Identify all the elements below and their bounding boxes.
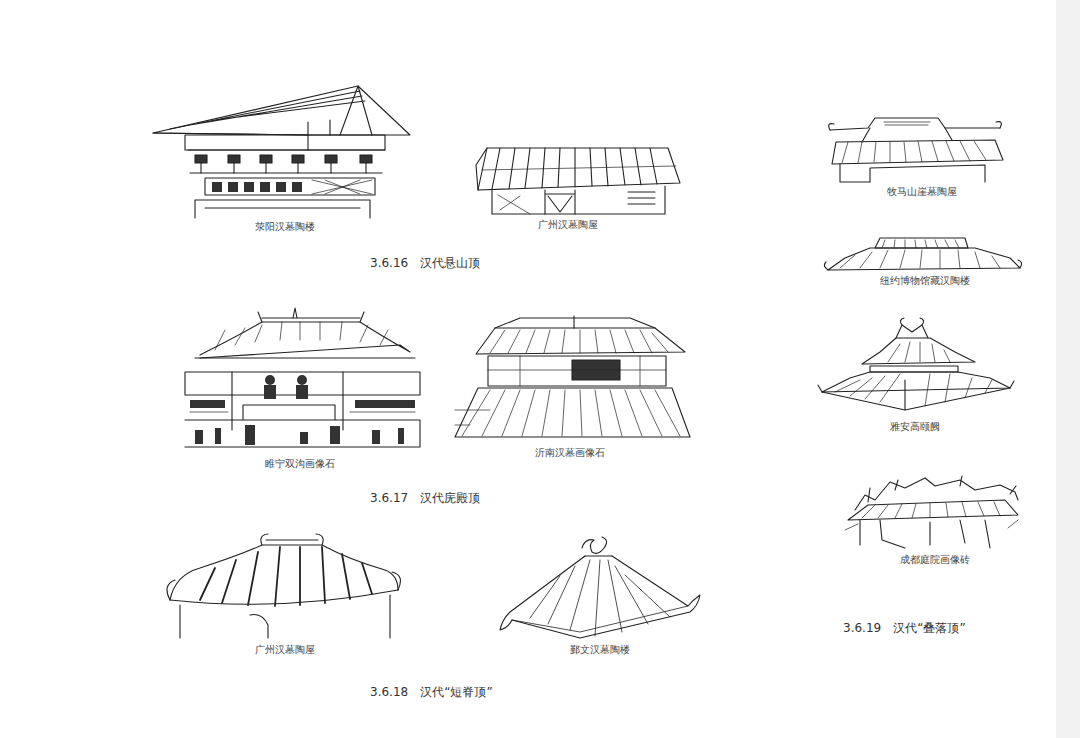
source-label: 荥阳汉墓陶楼 xyxy=(255,221,315,233)
figure-caption: 3.6.18 汉代“短脊顶” xyxy=(370,685,493,699)
figure-caption: 3.6.16 汉代悬山顶 xyxy=(370,256,480,270)
figure-caption: 3.6.17 汉代庑殿顶 xyxy=(370,491,480,505)
source-label: 广州汉墓陶屋 xyxy=(255,644,315,656)
figure-caption: 3.6.19 汉代“叠落顶” xyxy=(843,621,966,635)
courtyard-brick-drawing xyxy=(845,476,1018,548)
source-label: 沂南汉墓画像石 xyxy=(535,447,605,459)
source-label: 牧马山崖墓陶屋 xyxy=(887,186,957,198)
source-label: 成都庭院画像砖 xyxy=(900,554,970,566)
source-label: 纽约博物馆藏汉陶楼 xyxy=(880,275,970,287)
pyramid-roof-drawing xyxy=(500,537,700,638)
pottery-tower-drawing xyxy=(824,238,1021,270)
pavilion-drawing xyxy=(153,86,410,218)
two-tier-hall-drawing xyxy=(455,316,690,437)
source-label: 广州汉墓陶屋 xyxy=(538,219,598,231)
source-label: 鄞文汉墓陶楼 xyxy=(570,644,630,656)
stone-relief-drawing xyxy=(185,308,420,447)
que-tower-drawing xyxy=(818,318,1014,410)
pottery-house-drawing xyxy=(476,148,680,214)
source-label: 睢宁双沟画像石 xyxy=(265,458,335,470)
cliff-tomb-house-drawing xyxy=(829,118,1003,182)
source-label: 雅安高颐阙 xyxy=(890,421,940,433)
short-ridge-roof-drawing xyxy=(167,534,400,638)
